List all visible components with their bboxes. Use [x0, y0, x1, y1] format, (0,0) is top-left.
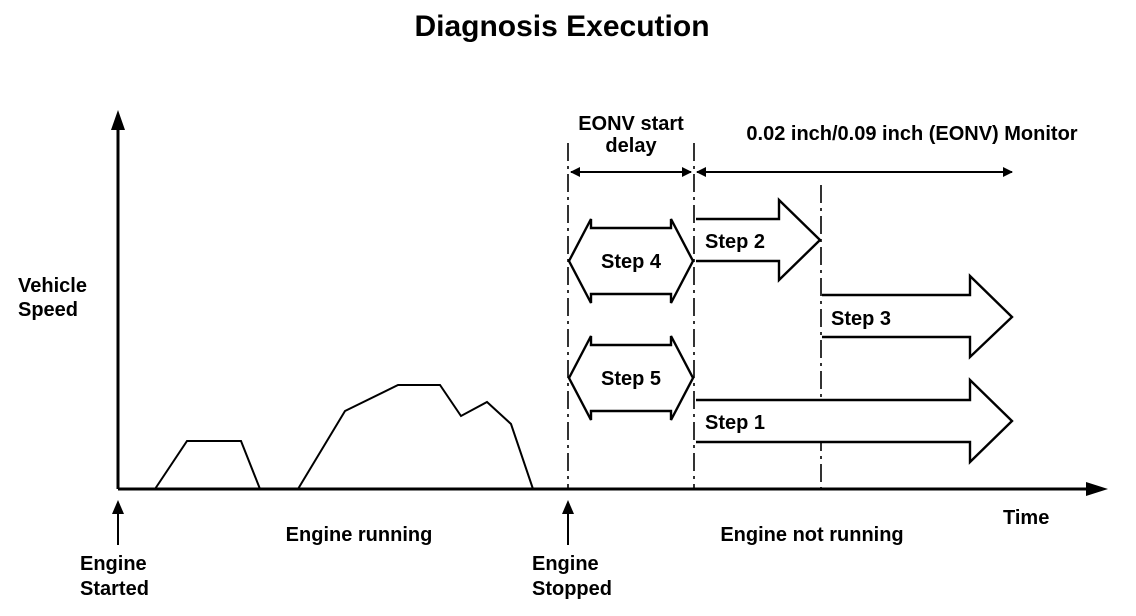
step2-arrow: [696, 197, 822, 283]
speed-profile-trip-2: [297, 384, 534, 490]
step3-label: Step 3: [831, 308, 891, 330]
start-delay-label-line2: delay: [605, 135, 657, 157]
step1-arrow: [696, 377, 1014, 465]
engine-started-label-line2: Started: [80, 578, 149, 600]
engine-stopped-label-line2: Stopped: [532, 578, 612, 600]
diagram-title: Diagnosis Execution: [414, 10, 709, 43]
y-axis-label-line1: Vehicle: [18, 275, 87, 297]
engine-not-running-label: Engine not running: [720, 524, 903, 546]
step1-label: Step 1: [705, 412, 765, 434]
engine-stopped-arrowhead: [562, 500, 574, 514]
engine-stopped-label-line1: Engine: [532, 553, 599, 575]
step3-arrow: [822, 273, 1014, 360]
y-axis-arrowhead: [111, 110, 125, 130]
step4-label: Step 4: [601, 251, 662, 273]
x-axis-label: Time: [1003, 507, 1049, 529]
start-delay-label-line1: EONV start: [578, 113, 684, 135]
x-axis-arrowhead: [1086, 482, 1108, 496]
monitor-label: 0.02 inch/0.09 inch (EONV) Monitor: [746, 123, 1077, 145]
speed-profile-trip-1: [154, 440, 261, 490]
y-axis-label-line2: Speed: [18, 299, 78, 321]
step4-double-arrow: [567, 218, 695, 304]
step5-label: Step 5: [601, 368, 661, 390]
engine-running-label: Engine running: [286, 524, 433, 546]
engine-started-arrowhead: [112, 500, 124, 514]
engine-started-label-line1: Engine: [80, 553, 147, 575]
step5-double-arrow: [567, 335, 695, 421]
step2-label: Step 2: [705, 231, 765, 253]
